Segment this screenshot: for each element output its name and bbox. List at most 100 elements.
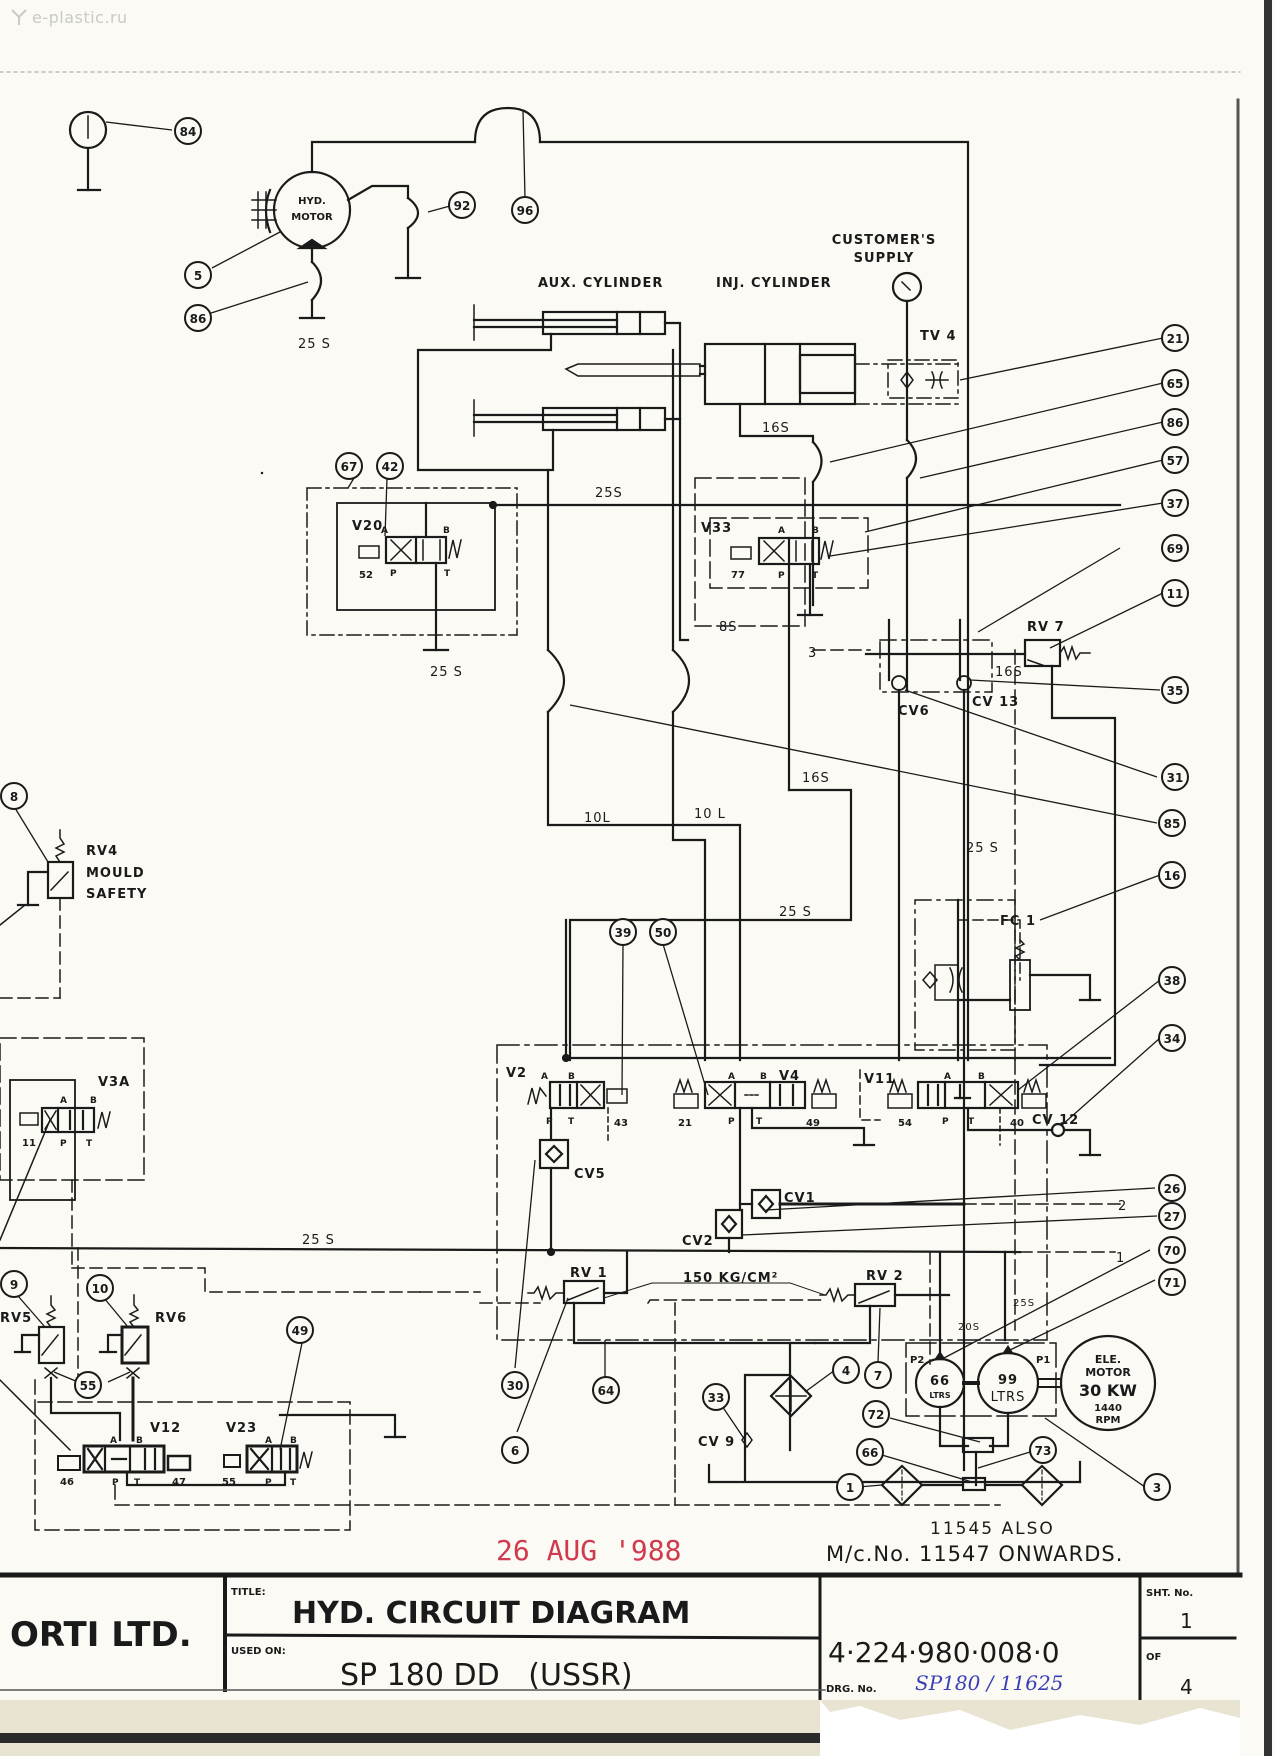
v11-right-solenoid-number: 40: [1010, 1118, 1024, 1129]
v20-port-a: A: [381, 526, 388, 536]
callout-bubble: [1161, 534, 1189, 562]
callout-number: 11: [1167, 587, 1184, 601]
line-label-10l-a: 10L: [584, 811, 611, 826]
callout-bubble: [1161, 324, 1189, 352]
v23-port-a: A: [265, 1436, 272, 1446]
callout-number: 86: [1167, 416, 1184, 430]
fc1-outline: [914, 899, 1016, 1051]
v33-port-a: A: [778, 526, 785, 536]
callout-67: 67: [335, 452, 363, 480]
callout-bubble: [184, 304, 212, 332]
v20-label: V20: [352, 519, 383, 534]
callout-number: 69: [1167, 542, 1184, 556]
v12-left-solenoid-number: 46: [60, 1477, 74, 1488]
callout-bubble: [286, 1316, 314, 1344]
v12-right-solenoid-number: 47: [172, 1477, 186, 1488]
callout-85: 85: [1158, 809, 1186, 837]
callout-number: 57: [1167, 454, 1184, 468]
v11-label: V11: [864, 1072, 895, 1087]
v11-left-solenoid-number: 54: [898, 1118, 912, 1129]
v23-port-b: B: [290, 1436, 297, 1446]
callout-number: 84: [180, 125, 197, 139]
customers-supply-label-2: SUPPLY: [854, 251, 915, 266]
callout-number: 10: [92, 1282, 109, 1296]
callout-bubble: [335, 452, 363, 480]
callout-9: 9: [0, 1270, 28, 1298]
cv5-icon: [538, 1138, 570, 1170]
callout-84: 84: [174, 117, 202, 145]
line-label-20s: 20S: [958, 1322, 980, 1333]
v2-solenoid-number: 43: [614, 1118, 628, 1129]
callout-number: 21: [1167, 332, 1184, 346]
v23-label: V23: [226, 1421, 257, 1436]
callout-10: 10: [86, 1274, 114, 1302]
drg-no-caption: DRG. No.: [826, 1684, 877, 1695]
callout-bubble: [86, 1274, 114, 1302]
callout-3: 3: [1143, 1473, 1171, 1501]
cv13-label: CV 13: [972, 695, 1019, 710]
rv5-valve-icon: [37, 1295, 66, 1365]
v11-port-t: T: [968, 1117, 975, 1127]
callout-bubble: [862, 1400, 890, 1428]
callout-bubble: [501, 1436, 529, 1464]
hyd-motor-icon: [251, 170, 352, 250]
rv5-label: RV5: [0, 1311, 32, 1326]
hyd-motor-label-2: MOTOR: [291, 212, 333, 223]
ele-motor-label-2: MOTOR: [1085, 1366, 1131, 1379]
e-plastic-logo-icon: [11, 9, 27, 25]
callout-69: 69: [1161, 534, 1189, 562]
inj-cylinder-icon: [703, 342, 857, 406]
callout-number: 16: [1164, 869, 1181, 883]
pump-p2-unit: LTRS: [929, 1391, 950, 1400]
rv7-valve-icon: [1023, 638, 1091, 668]
note-also: 11545 ALSO: [930, 1519, 1055, 1539]
v33-port-b: B: [812, 526, 819, 536]
callout-number: 55: [80, 1379, 97, 1393]
callout-bubble: [376, 452, 404, 480]
callout-bubble: [1029, 1436, 1057, 1464]
callout-bubble: [1158, 1236, 1186, 1264]
v2-port-b: B: [568, 1072, 575, 1082]
callout-bubble: [0, 782, 28, 810]
aux-cylinder-lower-icon: [472, 399, 667, 437]
v4-port-a: A: [728, 1072, 735, 1082]
callout-number: 85: [1164, 817, 1181, 831]
callout-bubble: [1158, 1174, 1186, 1202]
sheet-total: 4: [1180, 1675, 1193, 1699]
v23-solenoid-number: 55: [222, 1477, 236, 1488]
cv2-icon: [714, 1208, 744, 1240]
callout-72: 72: [862, 1400, 890, 1428]
callout-86: 86: [1161, 408, 1189, 436]
used-on-caption: USED ON:: [231, 1646, 286, 1657]
v20-valve-icon: [358, 535, 462, 565]
line-label-16s-mid: 16S: [802, 771, 830, 786]
v4-port-t: T: [756, 1117, 763, 1127]
callout-bubbles: 8496925862165865737691135318516383426277…: [0, 117, 1189, 1501]
v20-port-p: P: [390, 569, 397, 579]
rv4-mould-safety-valve-icon: [46, 829, 75, 900]
gauge-84-icon: [68, 110, 108, 192]
v20-solenoid-number: 52: [359, 570, 373, 581]
callout-1: 1: [836, 1473, 864, 1501]
line-label-16s-rv7: 16S: [995, 665, 1023, 680]
callout-37: 37: [1161, 489, 1189, 517]
callout-5: 5: [184, 261, 212, 289]
callout-number: 34: [1164, 1032, 1181, 1046]
callout-bubble: [1158, 966, 1186, 994]
callout-number: 26: [1164, 1182, 1181, 1196]
callout-number: 3: [1153, 1481, 1161, 1495]
pump-p1-unit: LTRS: [991, 1390, 1026, 1405]
sheet-number: 1: [1180, 1609, 1193, 1633]
callout-bubble: [1161, 408, 1189, 436]
cv12-label: CV 12: [1032, 1113, 1079, 1128]
line-label-16s-inj: 16S: [762, 421, 790, 436]
v4-label: V4: [779, 1069, 800, 1084]
callout-number: 50: [655, 926, 672, 940]
v2-valve-icon: [527, 1080, 628, 1110]
callout-bubble: [1161, 369, 1189, 397]
callout-number: 30: [507, 1379, 524, 1393]
callout-bubble: [184, 261, 212, 289]
callout-number: 39: [615, 926, 632, 940]
v33-label: V33: [701, 521, 732, 536]
callout-number: 37: [1167, 497, 1184, 511]
